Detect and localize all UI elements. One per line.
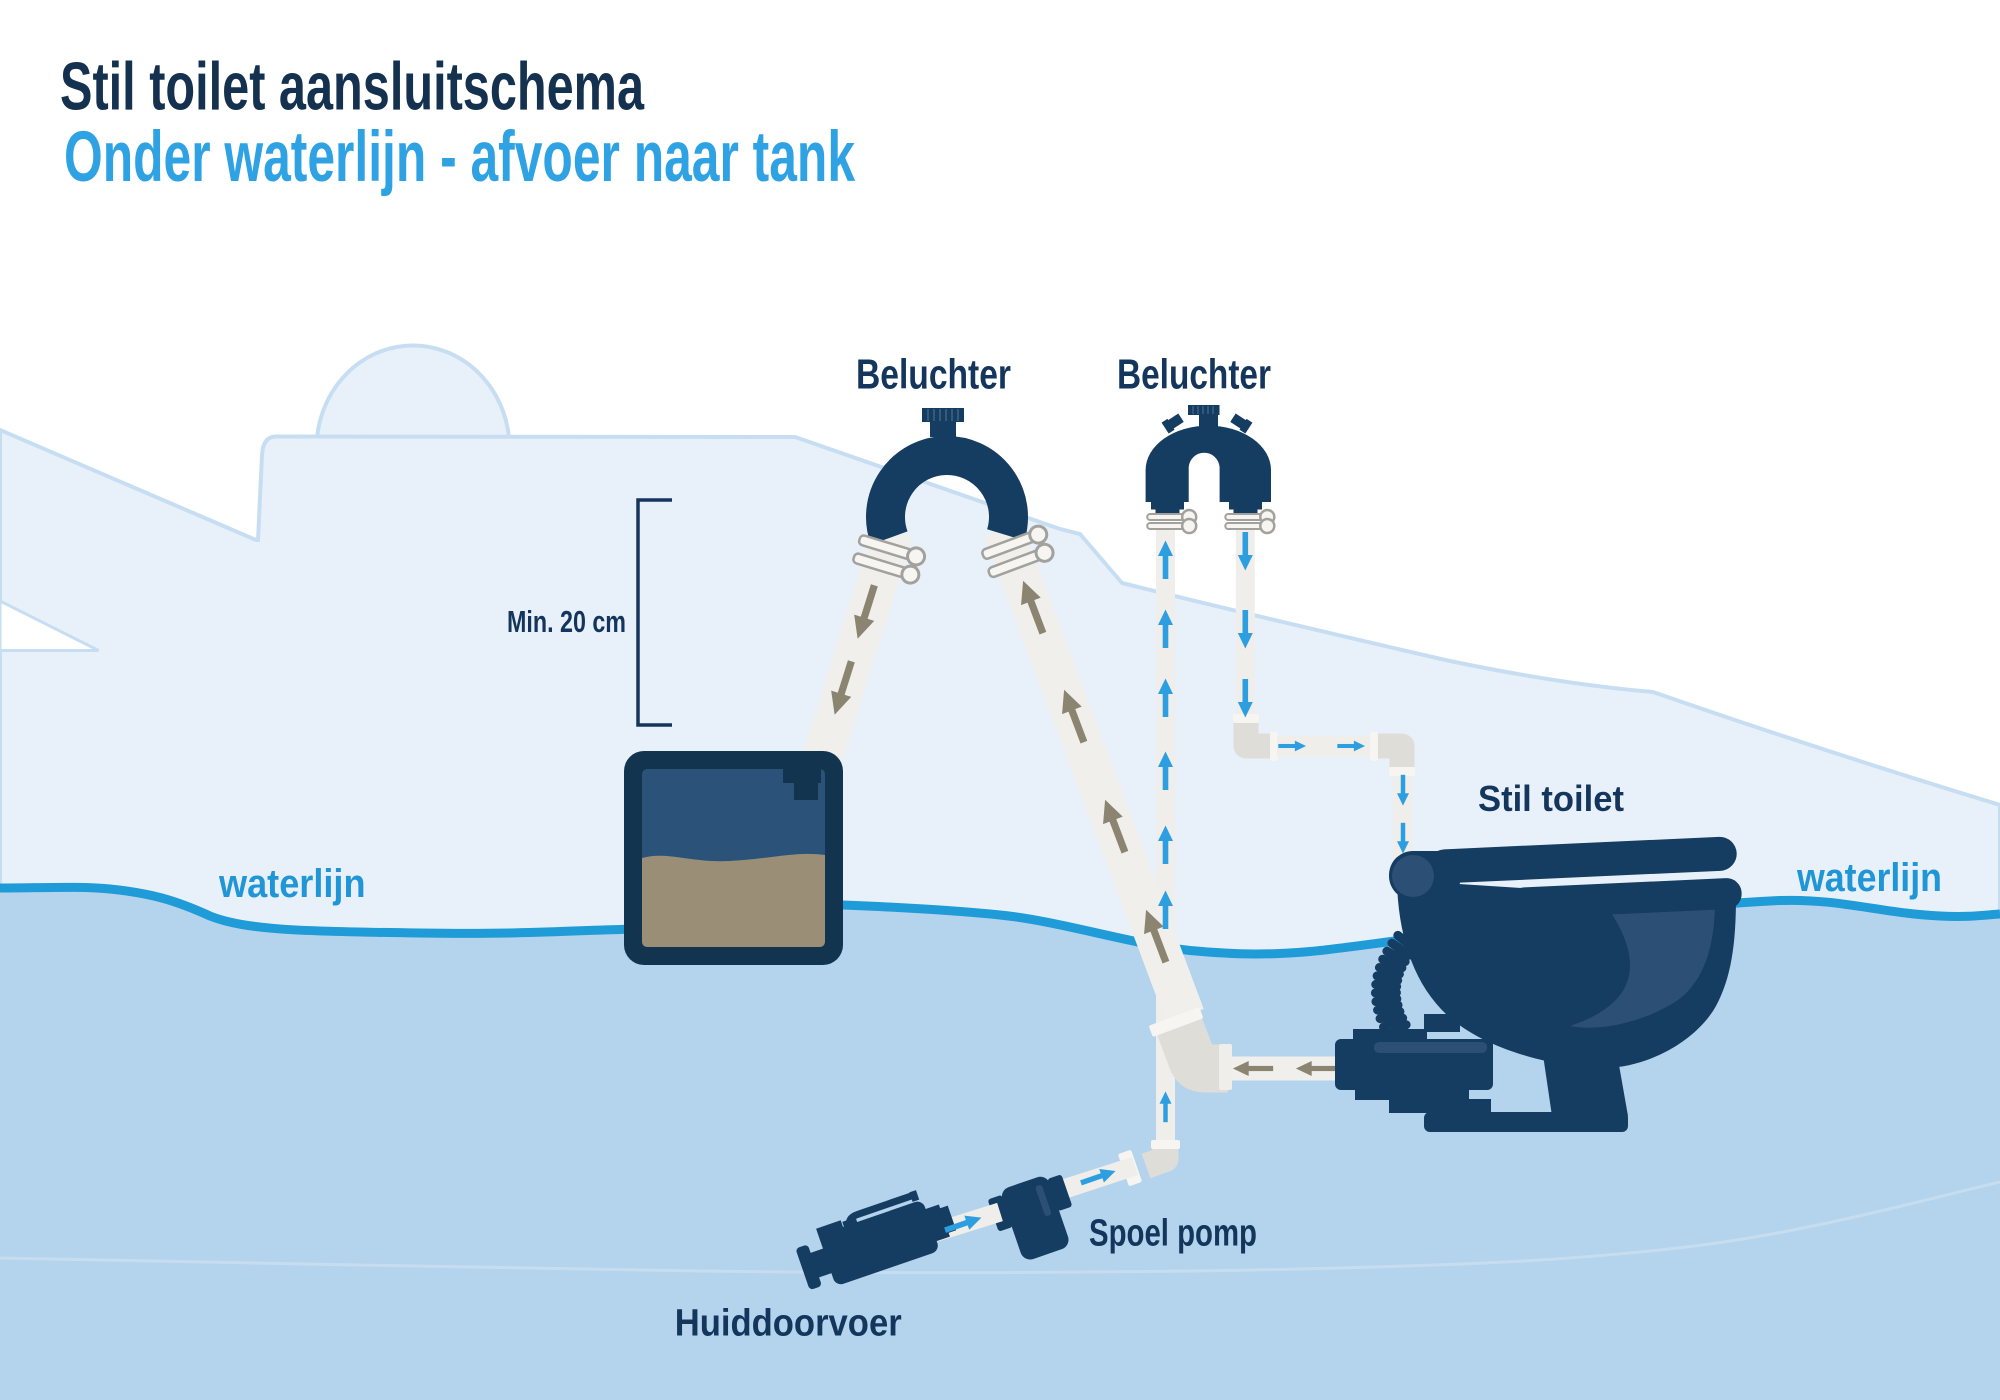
- svg-text:Beluchter: Beluchter: [856, 350, 1011, 397]
- svg-text:Min. 20 cm: Min. 20 cm: [507, 604, 626, 639]
- svg-text:waterlijn: waterlijn: [1796, 856, 1942, 900]
- svg-text:waterlijn: waterlijn: [218, 862, 365, 906]
- svg-text:Huiddoorvoer: Huiddoorvoer: [675, 1303, 902, 1345]
- svg-text:Stil toilet aansluitschema: Stil toilet aansluitschema: [60, 49, 645, 125]
- svg-text:Spoel pomp: Spoel pomp: [1089, 1213, 1257, 1255]
- svg-text:Beluchter: Beluchter: [1117, 350, 1271, 397]
- svg-text:Stil toilet: Stil toilet: [1478, 778, 1624, 819]
- svg-text:Onder waterlijn - afvoer naar: Onder waterlijn - afvoer naar tank: [64, 118, 855, 197]
